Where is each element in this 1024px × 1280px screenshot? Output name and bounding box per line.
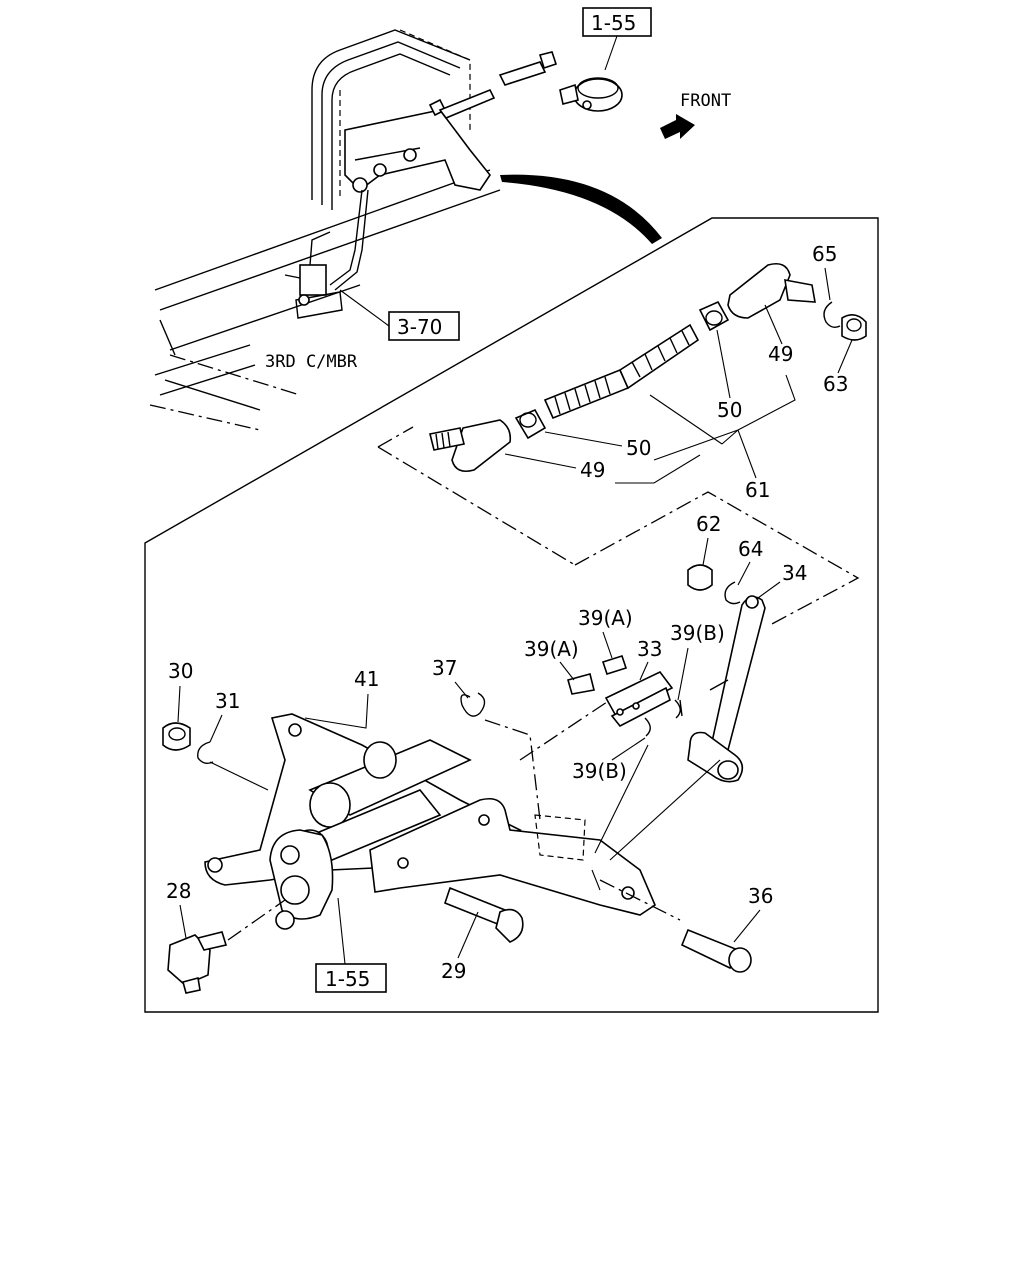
svg-text:64: 64 bbox=[738, 537, 763, 561]
svg-text:3-70: 3-70 bbox=[397, 315, 442, 339]
svg-text:31: 31 bbox=[215, 689, 240, 713]
svg-text:33: 33 bbox=[637, 637, 662, 661]
callout-64: 64 bbox=[737, 537, 763, 586]
bolt bbox=[444, 886, 524, 943]
retaining-clip bbox=[460, 692, 486, 717]
grease-fitting bbox=[167, 931, 228, 994]
callout-29: 29 bbox=[441, 911, 479, 983]
svg-text:39(A): 39(A) bbox=[578, 606, 633, 630]
clevis-pin bbox=[680, 928, 752, 973]
clamp-ring bbox=[559, 77, 623, 112]
front-label: FRONT bbox=[680, 91, 731, 111]
air-cylinder bbox=[284, 231, 343, 319]
svg-text:30: 30 bbox=[168, 659, 193, 683]
callout-61: 61 bbox=[615, 374, 796, 502]
svg-text:29: 29 bbox=[441, 959, 466, 983]
frame-member-label: 3RD C/MBR bbox=[265, 352, 358, 372]
upper-bracket-assembly bbox=[329, 51, 558, 291]
main-bracket bbox=[204, 713, 656, 930]
callout-50-right: 50 bbox=[716, 329, 742, 422]
svg-text:49: 49 bbox=[580, 458, 605, 482]
left-fasteners bbox=[162, 722, 214, 765]
callout-62: 62 bbox=[696, 512, 721, 566]
rod-subframe bbox=[377, 426, 414, 448]
svg-text:39(A): 39(A) bbox=[524, 637, 579, 661]
svg-text:28: 28 bbox=[166, 879, 191, 903]
svg-text:1-55: 1-55 bbox=[591, 11, 636, 35]
pedal-lever bbox=[687, 564, 766, 783]
front-arrow-icon bbox=[660, 114, 695, 139]
callout-63: 63 bbox=[823, 339, 853, 396]
callout-30: 30 bbox=[168, 659, 193, 723]
chassis-frame bbox=[149, 29, 501, 431]
svg-text:63: 63 bbox=[823, 372, 848, 396]
svg-text:62: 62 bbox=[696, 512, 721, 536]
cylinder-ref-box: 3-70 bbox=[339, 289, 460, 341]
svg-text:65: 65 bbox=[812, 242, 837, 266]
bottom-ref-box: 1-55 bbox=[315, 897, 387, 993]
detail-arrow bbox=[500, 174, 662, 244]
callout-39b-lower: 39(B) bbox=[572, 737, 646, 783]
callout-41: 41 bbox=[304, 667, 379, 729]
callout-49-right: 49 bbox=[764, 304, 793, 366]
svg-text:61: 61 bbox=[745, 478, 770, 502]
svg-text:37: 37 bbox=[432, 656, 457, 680]
detail-frame bbox=[144, 217, 879, 1013]
callout-50-left: 50 bbox=[544, 431, 651, 460]
callout-39b-upper: 39(B) bbox=[670, 621, 725, 701]
callout-36: 36 bbox=[733, 884, 773, 943]
svg-text:50: 50 bbox=[717, 398, 742, 422]
callout-33: 33 bbox=[637, 637, 662, 681]
svg-text:49: 49 bbox=[768, 342, 793, 366]
svg-text:36: 36 bbox=[748, 884, 773, 908]
svg-text:39(B): 39(B) bbox=[670, 621, 725, 645]
svg-text:39(B): 39(B) bbox=[572, 759, 627, 783]
callout-49-left: 49 bbox=[504, 453, 605, 482]
callout-28: 28 bbox=[166, 879, 191, 939]
rod-assembly bbox=[429, 262, 867, 473]
clevis-bracket bbox=[567, 655, 683, 737]
svg-text:34: 34 bbox=[782, 561, 807, 585]
top-ref-box: 1-55 bbox=[582, 7, 652, 71]
callout-65: 65 bbox=[812, 242, 837, 301]
callout-39a-lower: 39(A) bbox=[524, 637, 579, 681]
callout-39a-upper: 39(A) bbox=[578, 606, 633, 659]
callout-34: 34 bbox=[757, 561, 807, 599]
svg-text:1-55: 1-55 bbox=[325, 967, 370, 991]
svg-text:41: 41 bbox=[354, 667, 379, 691]
callout-37: 37 bbox=[432, 656, 469, 699]
svg-text:50: 50 bbox=[626, 436, 651, 460]
callout-31: 31 bbox=[209, 689, 269, 791]
